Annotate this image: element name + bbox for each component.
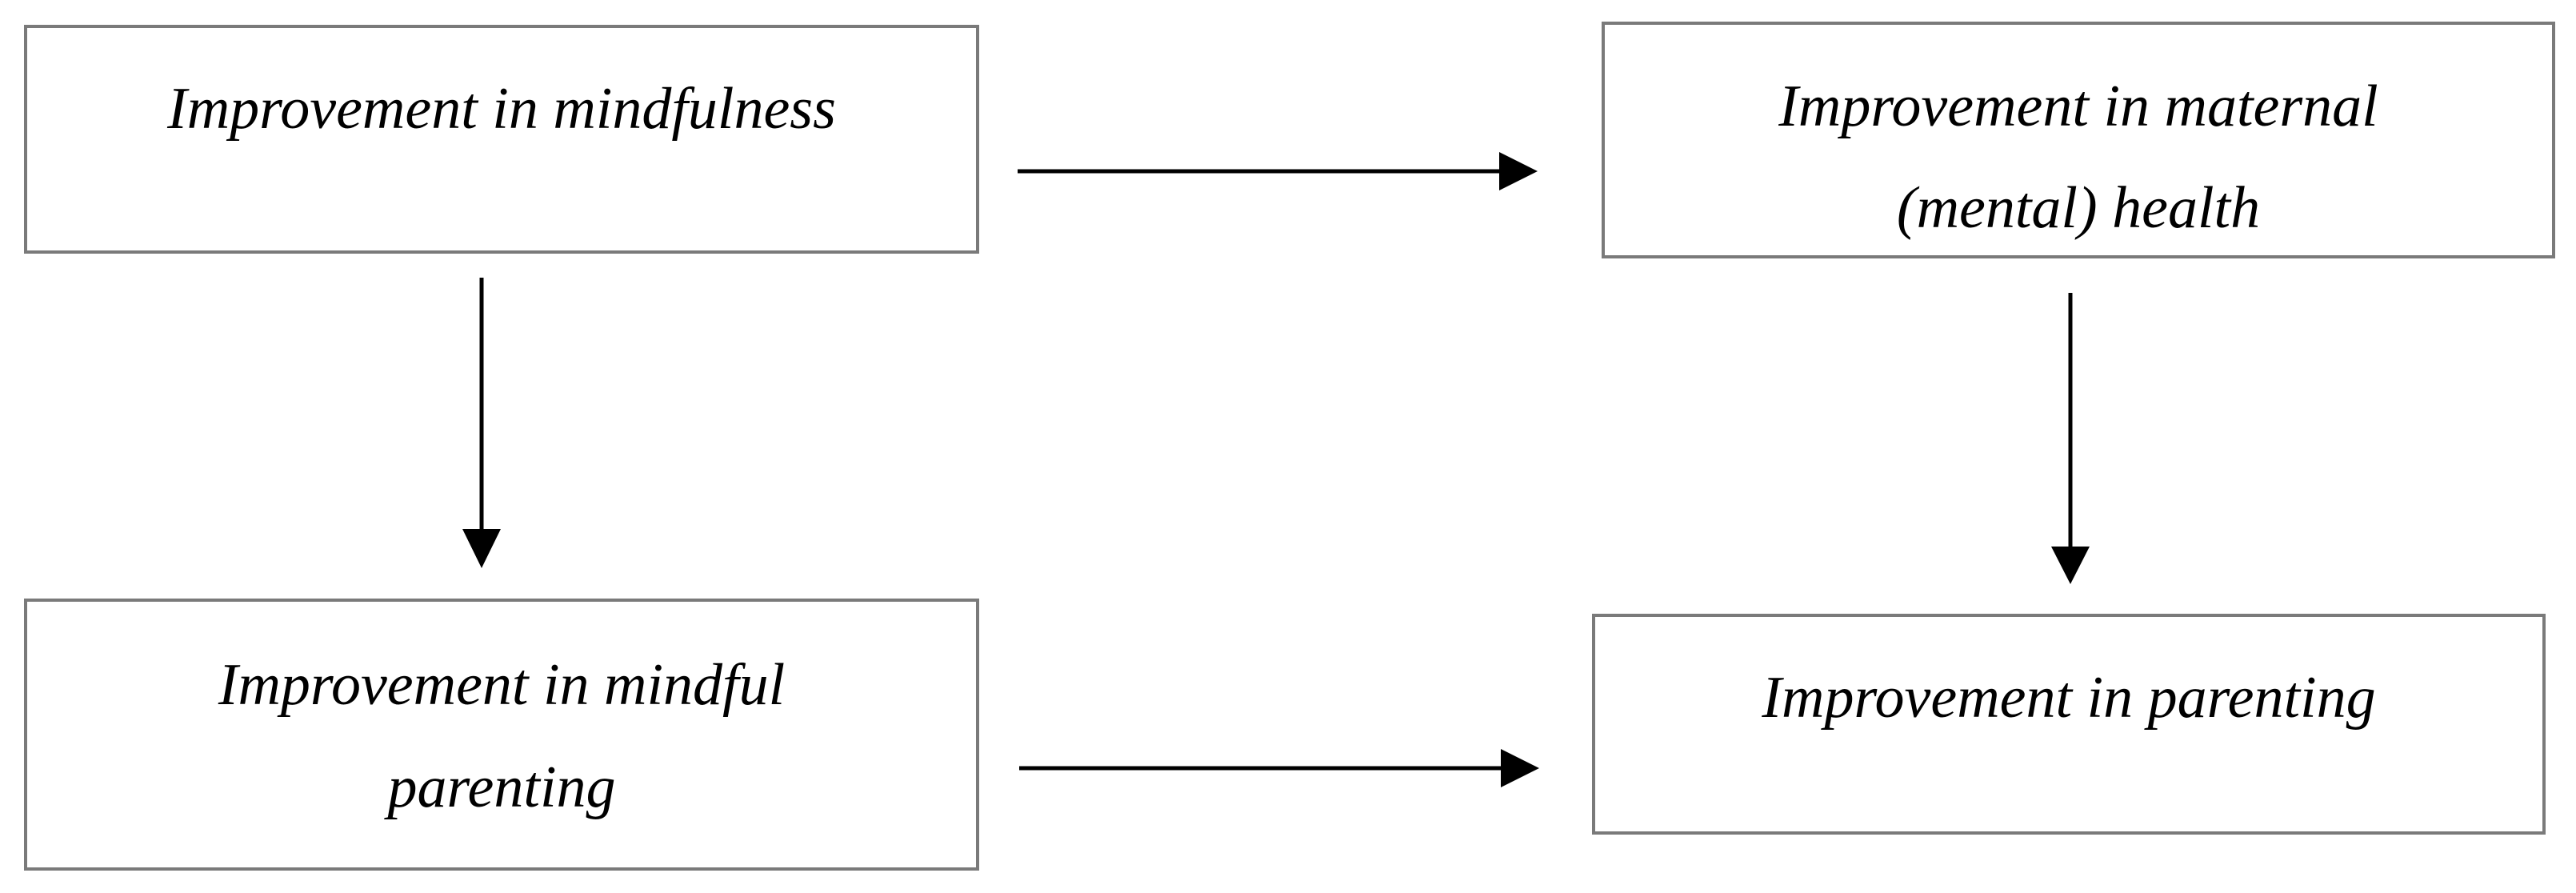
arrowhead-right-icon bbox=[1501, 749, 1539, 787]
arrowhead-down-icon bbox=[462, 529, 501, 568]
node-label-line-1: Improvement in maternal bbox=[1778, 74, 2378, 139]
node-label-line-2: (mental) health bbox=[1896, 175, 2261, 241]
node-label: Improvement in mindfulness bbox=[167, 76, 836, 142]
node-improvement-in-maternal-mental-health: Improvement in maternal (mental) health bbox=[1602, 22, 2555, 258]
arrowhead-right-icon bbox=[1499, 152, 1538, 190]
node-improvement-in-mindful-parenting: Improvement in mindful parenting bbox=[24, 599, 979, 871]
node-improvement-in-mindfulness: Improvement in mindfulness bbox=[24, 25, 979, 254]
arrowhead-down-icon bbox=[2051, 547, 2090, 584]
node-label-line-2: parenting bbox=[387, 755, 616, 820]
node-label: Improvement in parenting bbox=[1762, 665, 2376, 731]
node-improvement-in-parenting: Improvement in parenting bbox=[1592, 614, 2546, 835]
node-label-line-1: Improvement in mindful bbox=[218, 652, 786, 718]
